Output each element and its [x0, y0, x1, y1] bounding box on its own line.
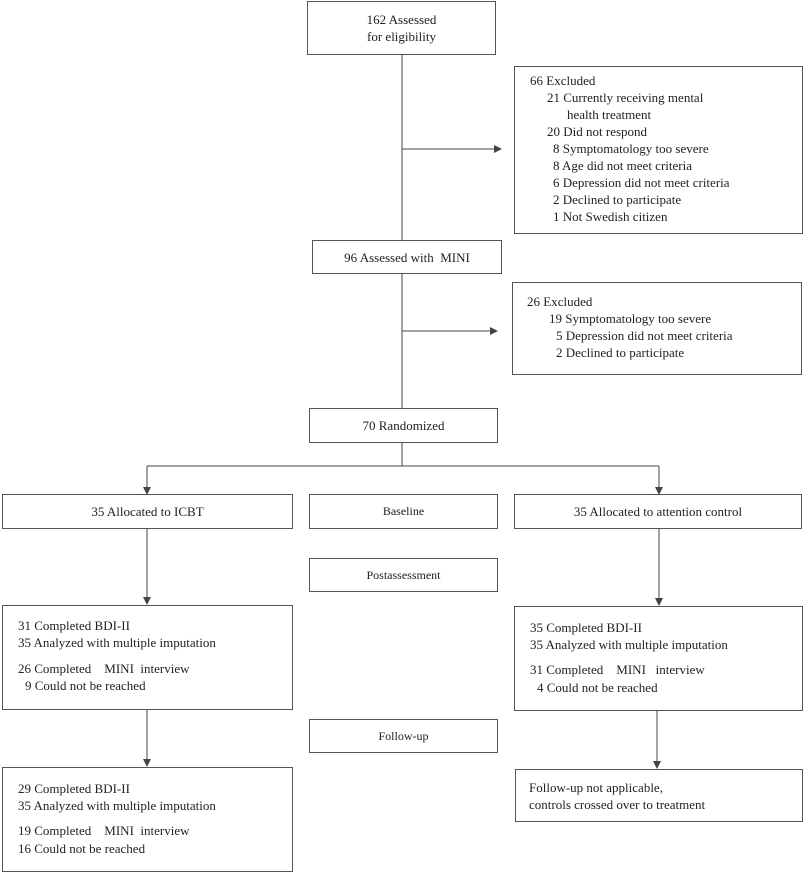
excluded1-reason-7: 1 Not Swedish citizen: [553, 209, 668, 224]
control-allocation-label: 35 Allocated to attention control: [573, 504, 743, 519]
postassessment-phase-label: Postassessment: [366, 567, 441, 582]
excluded-box-1: 66 Excluded 21 Currently receiving menta…: [514, 66, 803, 234]
excluded1-reason-2: 20 Did not respond: [547, 124, 648, 139]
excluded2-reason-3: 2 Declined to participate: [556, 345, 685, 360]
control-followup-box: Follow-up not applicable, controls cross…: [515, 769, 803, 822]
excluded1-title: 66 Excluded: [530, 73, 596, 88]
randomized-label: 70 Randomized: [362, 418, 445, 433]
followup-phase-label: Follow-up: [378, 728, 429, 743]
assessed-count-line: 162 Assessed: [366, 12, 437, 27]
icbt-followup-box: 29 Completed BDI-II 35 Analyzed with mul…: [2, 767, 293, 872]
assessed-eligibility-box: 162 Assessed for eligibility: [307, 1, 496, 55]
excluded1-reason-4: 8 Age did not meet criteria: [553, 158, 692, 173]
excluded2-title: 26 Excluded: [527, 294, 593, 309]
control-post-unreached: 4 Could not be reached: [537, 680, 658, 695]
control-post-bdi: 35 Completed BDI-II: [530, 620, 642, 635]
assessed-eligibility-line: for eligibility: [367, 29, 436, 44]
icbt-postassessment-box: 31 Completed BDI-II 35 Analyzed with mul…: [2, 605, 293, 710]
icbt-post-imputation: 35 Analyzed with multiple imputation: [18, 635, 216, 650]
excluded2-reason-2: 5 Depression did not meet criteria: [556, 328, 733, 343]
excluded1-reason-3: 8 Symptomatology too severe: [553, 141, 709, 156]
baseline-phase-label: Baseline: [382, 504, 425, 518]
randomized-box: 70 Randomized: [309, 408, 498, 443]
control-postassessment-box: 35 Completed BDI-II 35 Analyzed with mul…: [514, 606, 803, 711]
icbt-follow-unreached: 16 Could not be reached: [18, 841, 146, 856]
mini-assessment-label: 96 Assessed with MINI: [344, 249, 470, 265]
control-follow-line-2: controls crossed over to treatment: [529, 797, 706, 812]
excluded-box-2: 26 Excluded 19 Symptomatology too severe…: [512, 282, 802, 375]
control-post-imputation: 35 Analyzed with multiple imputation: [530, 637, 728, 652]
control-follow-line-1: Follow-up not applicable,: [529, 780, 663, 795]
followup-phase-box: Follow-up: [309, 719, 498, 753]
control-allocation-box: 35 Allocated to attention control: [514, 494, 802, 529]
icbt-follow-imputation: 35 Analyzed with multiple imputation: [18, 798, 216, 813]
icbt-allocation-label: 35 Allocated to ICBT: [91, 504, 204, 519]
icbt-post-bdi: 31 Completed BDI-II: [18, 618, 130, 633]
baseline-phase-box: Baseline: [309, 494, 498, 529]
icbt-post-mini: 26 Completed MINI interview: [18, 661, 190, 676]
excluded1-reason-1b: health treatment: [567, 107, 652, 122]
excluded2-reason-1: 19 Symptomatology too severe: [549, 311, 712, 326]
icbt-follow-mini: 19 Completed MINI interview: [18, 823, 190, 838]
icbt-follow-bdi: 29 Completed BDI-II: [18, 781, 130, 796]
excluded1-reason-1a: 21 Currently receiving mental: [547, 90, 704, 105]
excluded1-reason-5: 6 Depression did not meet criteria: [553, 175, 730, 190]
icbt-allocation-box: 35 Allocated to ICBT: [2, 494, 293, 529]
icbt-post-unreached: 9 Could not be reached: [25, 678, 146, 693]
excluded1-reason-6: 2 Declined to participate: [553, 192, 682, 207]
control-post-mini: 31 Completed MINI interview: [530, 662, 705, 677]
postassessment-phase-box: Postassessment: [309, 558, 498, 592]
mini-assessment-box: 96 Assessed with MINI: [312, 240, 502, 274]
